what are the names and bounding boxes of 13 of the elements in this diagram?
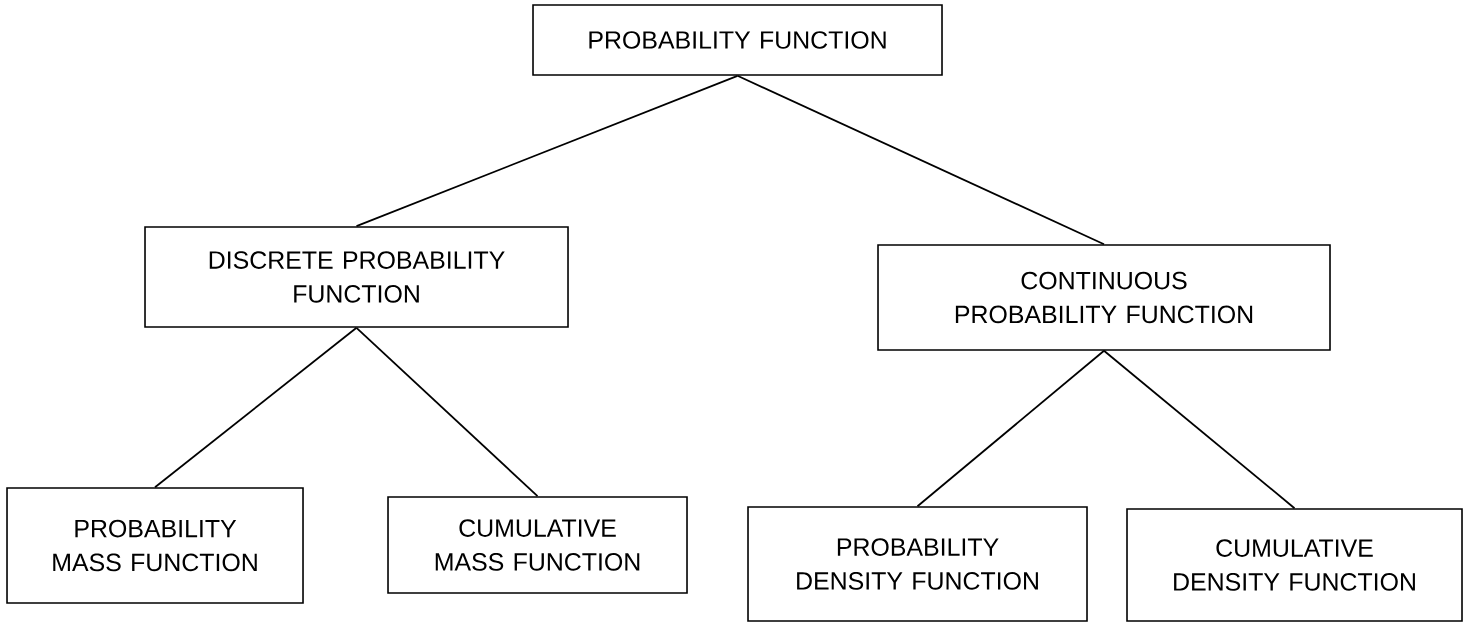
- process-box: CONTINUOUS PROBABILITY FUNCTION: [877, 244, 1331, 351]
- connector-line: [355, 74, 739, 228]
- connector-line: [1103, 349, 1296, 510]
- process-box: CUMULATIVE MASS FUNCTION: [387, 496, 688, 594]
- process-box: PROBABILITY FUNCTION: [532, 4, 943, 76]
- connector-line: [736, 74, 1105, 246]
- connector-line: [154, 326, 358, 489]
- connector-line: [355, 326, 539, 498]
- process-box: PROBABILITY MASS FUNCTION: [6, 487, 304, 604]
- process-box: CUMULATIVE DENSITY FUNCTION: [1126, 508, 1463, 622]
- connector-line: [916, 349, 1105, 508]
- process-box: PROBABILITY DENSITY FUNCTION: [747, 506, 1088, 622]
- process-box: DISCRETE PROBABILITY FUNCTION: [144, 226, 569, 328]
